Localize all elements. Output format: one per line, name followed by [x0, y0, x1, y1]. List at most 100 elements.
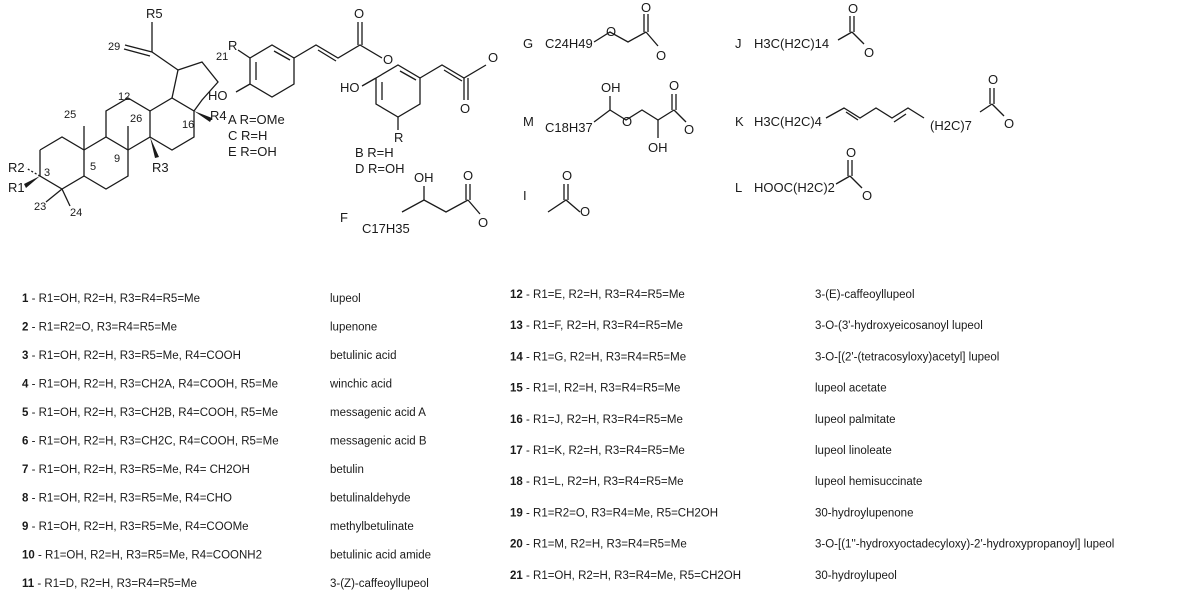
- isopropenyl-bond: [151, 51, 179, 71]
- m-chain: [593, 109, 675, 123]
- variant-d: D R=OH: [355, 161, 404, 176]
- compound-substituents: 6 - R1=OH, R2=H, R3=CH2C, R4=COOH, R5=Me: [22, 436, 279, 448]
- ring-d: [149, 97, 195, 151]
- compound-substituent-pattern: - R1=OH, R2=H, R3=R5=Me, R4= CH2OH: [28, 464, 249, 476]
- label-23: 23: [34, 201, 46, 213]
- label-r4: R4: [210, 108, 227, 123]
- compound-name: lupenone: [330, 322, 377, 334]
- cis-cinnamoyl-fragment: HO R O O B R=H D R=OH: [340, 50, 498, 176]
- k-o-carbonyl: O: [988, 72, 998, 87]
- variant-e: E R=OH: [228, 144, 277, 159]
- compound-substituents: 1 - R1=OH, R2=H, R3=R4=R5=Me: [22, 293, 200, 305]
- compound-substituent-pattern: - R1=K, R2=H, R3=R4=R5=Me: [523, 445, 685, 457]
- ho-bond-cis: [361, 77, 377, 87]
- m-letter: M: [523, 114, 534, 129]
- label-r2: R2: [8, 160, 25, 175]
- compound-substituent-pattern: - R1=J, R2=H, R3=R4=R5=Me: [523, 414, 683, 426]
- compound-substituents: 16 - R1=J, R2=H, R3=R4=R5=Me: [510, 414, 683, 426]
- r2-dashed-bond: [25, 167, 41, 177]
- k-bond: [979, 103, 993, 113]
- g-o-ether: O: [606, 24, 616, 39]
- compound-name: winchic acid: [329, 379, 392, 391]
- g-o-ester: O: [656, 48, 666, 63]
- benzene-ring-cis: [375, 64, 421, 118]
- propenoyl-chain: [293, 44, 383, 59]
- compound-substituents: 3 - R1=OH, R2=H, R3=R5=Me, R4=COOH: [22, 350, 241, 362]
- compound-number: 2: [22, 322, 28, 334]
- r3-wedge: [150, 137, 159, 158]
- m-o-carbonyl: O: [669, 78, 679, 93]
- double-bond-29-b: [123, 48, 151, 57]
- label-9: 9: [114, 153, 120, 165]
- cis-alkene-inner: [443, 69, 463, 82]
- cis-r: R: [394, 130, 403, 145]
- compound-substituent-pattern: - R1=OH, R2=H, R3=CH2B, R4=COOH, R5=Me: [28, 407, 278, 419]
- compound-substituents: 14 - R1=G, R2=H, R3=R4=R5=Me: [510, 351, 686, 363]
- fragment-f: F OH O O C17H35: [340, 168, 488, 236]
- fragment-k: K H3C(H2C)4 (H2C)7 O O: [735, 72, 1014, 133]
- compound-substituents: 21 - R1=OH, R2=H, R3=R4=Me, R5=CH2OH: [510, 570, 741, 582]
- compound-name: lupeol acetate: [815, 383, 887, 395]
- l-o-carbonyl: O: [846, 145, 856, 160]
- compound-substituent-pattern: - R1=D, R2=H, R3=R4=R5=Me: [34, 578, 197, 590]
- compound-substituents: 8 - R1=OH, R2=H, R3=R5=Me, R4=CHO: [22, 493, 232, 505]
- compound-substituents: 11 - R1=D, R2=H, R3=R4=R5=Me: [22, 578, 197, 590]
- variant-c: C R=H: [228, 128, 267, 143]
- compound-substituent-pattern: - R1=R2=O, R3=R4=Me, R5=CH2OH: [523, 507, 718, 519]
- compound-substituent-pattern: - R1=E, R2=H, R3=R4=R5=Me: [523, 289, 685, 301]
- compound-substituent-pattern: - R1=OH, R2=H, R3=CH2A, R4=COOH, R5=Me: [28, 379, 278, 391]
- k-alkene-2: [893, 113, 907, 123]
- cis-o-ester: O: [460, 101, 470, 116]
- compound-substituent-pattern: - R1=OH, R2=H, R3=R4=R5=Me: [28, 293, 200, 305]
- compound-name: betulin: [330, 464, 364, 476]
- frag-r: R: [228, 38, 237, 53]
- f-o-ester: O: [478, 215, 488, 230]
- j-ester-bond: [851, 31, 865, 45]
- ring-inner-bond-2: [273, 50, 291, 61]
- label-24: 24: [70, 207, 82, 219]
- compound-number: 1: [22, 293, 29, 305]
- trans-cinnamoyl-fragment: R HO O O A R=OMe C R=H E R=OH: [208, 6, 393, 159]
- f-o-carbonyl: O: [463, 168, 473, 183]
- f-chain: [401, 199, 469, 213]
- ring-a: [39, 136, 85, 190]
- compound-name: 3-O-[(2'-(tetracosyloxy)acetyl] lupeol: [815, 351, 999, 363]
- k-alkene-1: [845, 111, 859, 121]
- ring-b: [83, 136, 129, 190]
- compound-number: 3: [22, 350, 28, 362]
- r-bond: [237, 49, 251, 59]
- m-chain-formula: C18H37: [545, 120, 593, 135]
- variant-b: B R=H: [355, 145, 394, 160]
- r4-wedge: [194, 111, 212, 122]
- g-o-carbonyl: O: [641, 0, 651, 15]
- compound-number: 6: [22, 436, 28, 448]
- j-o-ester: O: [864, 45, 874, 60]
- frag-o-carbonyl: O: [354, 6, 364, 21]
- ring-inner-bond-cis-2: [399, 70, 417, 81]
- compound-name: lupeol linoleate: [815, 445, 892, 457]
- compound-substituents: 18 - R1=L, R2=H, R3=R4=R5=Me: [510, 476, 684, 488]
- compound-substituents: 20 - R1=M, R2=H, R3=R4=R5=Me: [510, 539, 687, 551]
- label-12: 12: [118, 91, 130, 103]
- frag-ho: HO: [208, 88, 228, 103]
- m-oh: OH: [601, 80, 621, 95]
- compound-name: 3-(E)-caffeoyllupeol: [815, 289, 915, 301]
- compound-name: 3-(Z)-caffeoyllupeol: [330, 578, 429, 590]
- compound-number: 9: [22, 521, 28, 533]
- label-r5: R5: [146, 6, 163, 21]
- frag-o-ester: O: [383, 52, 393, 67]
- compound-substituents: 2 - R1=R2=O, R3=R4=R5=Me: [22, 322, 177, 334]
- compound-substituent-pattern: - R1=OH, R2=H, R3=R4=Me, R5=CH2OH: [523, 570, 741, 582]
- compound-number: 11: [22, 578, 35, 590]
- fragment-g: G C24H49 O O O: [523, 0, 666, 63]
- fragment-j: J H3C(H2C)14 O O: [735, 1, 874, 60]
- r1-wedge: [24, 176, 40, 188]
- lupane-core-structure: R5 29 21 12 25 26 9 16 R4 R3 5 3 R2 R1 2…: [8, 6, 228, 219]
- i-o-carbonyl: O: [562, 168, 572, 183]
- k-left-formula: H3C(H2C)4: [754, 114, 822, 129]
- alkene-inner-bond: [317, 49, 337, 62]
- compound-name: lupeol hemisuccinate: [815, 476, 922, 488]
- k-letter: K: [735, 114, 744, 129]
- fragment-l: L HOOC(H2C)2 O O: [735, 145, 872, 203]
- label-3: 3: [44, 167, 50, 179]
